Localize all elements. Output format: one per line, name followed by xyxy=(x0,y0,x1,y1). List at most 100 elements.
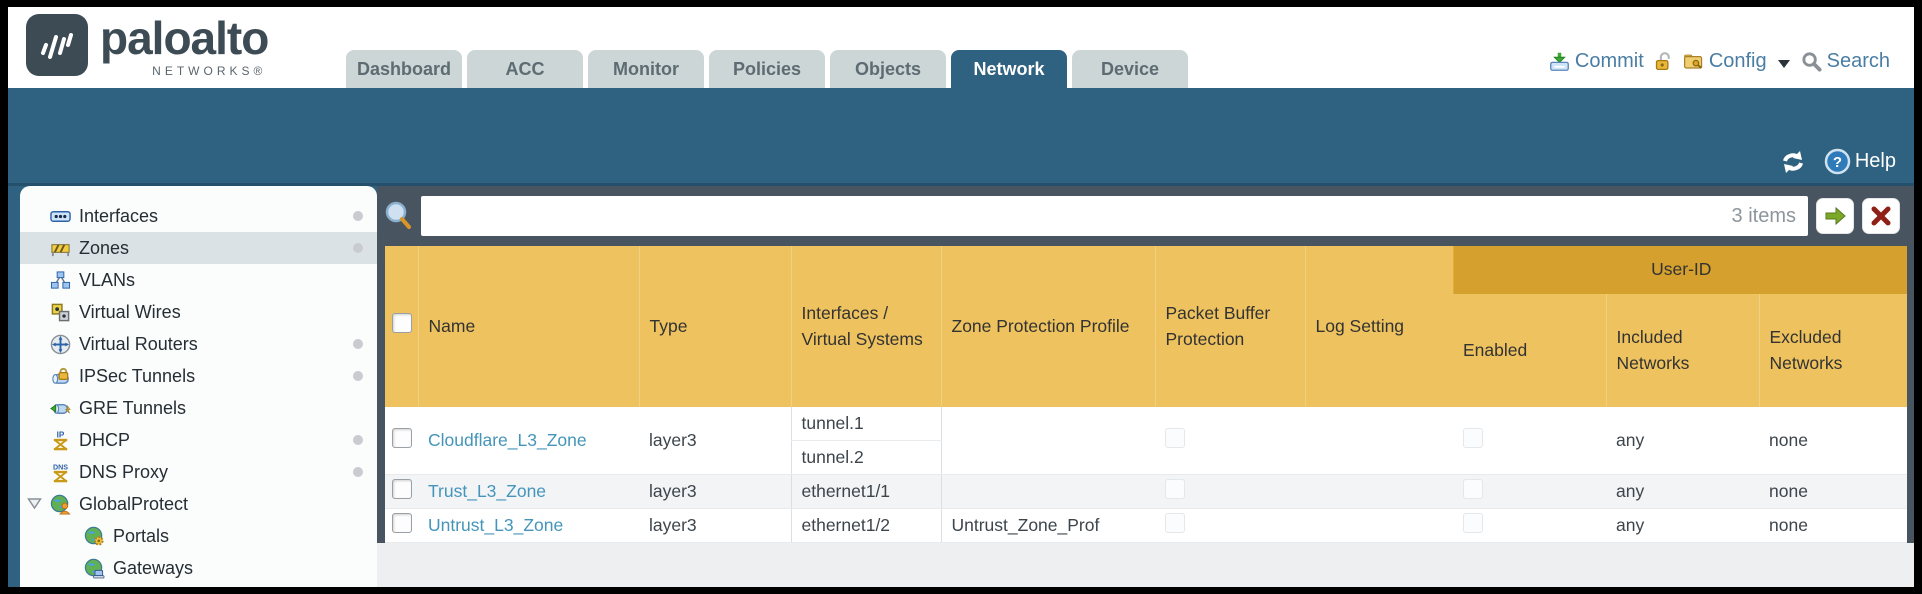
col-header-excluded-networks[interactable]: Excluded Networks xyxy=(1758,294,1908,407)
help-link[interactable]: ? Help xyxy=(1824,148,1896,175)
globalprotect-icon xyxy=(50,494,71,515)
included-networks: any xyxy=(1616,430,1645,450)
apply-filter-button[interactable] xyxy=(1816,198,1854,234)
row-checkbox[interactable] xyxy=(392,428,412,448)
table-row: Untrust_L3_Zone layer3 ethernet1/2 Untru… xyxy=(385,508,1908,543)
green-arrow-icon xyxy=(1825,206,1846,226)
config-dropdown-caret[interactable] xyxy=(1777,59,1790,68)
zone-interface: tunnel.1 xyxy=(801,413,864,433)
row-checkbox[interactable] xyxy=(392,479,412,499)
zone-type: layer3 xyxy=(649,515,697,535)
virtual-routers-icon xyxy=(50,334,71,354)
sidebar-item-globalprotect[interactable]: GlobalProtect xyxy=(20,488,377,520)
zone-interface: ethernet1/2 xyxy=(801,515,891,535)
brand-wordmark: paloalto xyxy=(100,12,269,64)
select-all-checkbox[interactable] xyxy=(392,312,412,333)
sidebar-item-dns-proxy[interactable]: DNS DNS Proxy xyxy=(20,456,377,488)
col-header-name[interactable]: Name xyxy=(417,246,639,407)
table-row: Cloudflare_L3_Zone layer3 tunnel.1 any n… xyxy=(385,407,1908,475)
dhcp-icon: IP xyxy=(53,430,68,450)
gre-tunnels-icon xyxy=(50,403,71,414)
clear-filter-button[interactable] xyxy=(1862,198,1900,234)
brand-tagline: NETWORKS® xyxy=(152,64,267,78)
search-util-icon xyxy=(1802,52,1822,72)
svg-text:?: ? xyxy=(1833,154,1842,171)
col-header-included-networks[interactable]: Included Networks xyxy=(1605,294,1759,407)
filter-input[interactable] xyxy=(421,196,1732,236)
col-header-log-setting[interactable]: Log Setting xyxy=(1304,246,1453,407)
main-nav-tabs: Dashboard ACC Monitor Policies Objects N… xyxy=(346,50,1188,88)
row-checkbox[interactable] xyxy=(392,513,412,533)
zone-protection-profile: Untrust_Zone_Prof xyxy=(951,515,1100,535)
tab-device[interactable]: Device xyxy=(1072,50,1188,88)
col-header-enabled[interactable]: Enabled xyxy=(1453,294,1606,407)
user-id-enabled-checkbox[interactable] xyxy=(1463,479,1483,499)
filter-input-box: 3 items xyxy=(421,196,1808,236)
sidebar-item-ipsec-tunnels[interactable]: IPSec Tunnels xyxy=(20,360,377,392)
filter-search-icon[interactable] xyxy=(383,200,413,232)
tab-objects[interactable]: Objects xyxy=(830,50,946,88)
config-icon xyxy=(1683,54,1703,69)
sidebar-item-virtual-routers[interactable]: Virtual Routers xyxy=(20,328,377,360)
sidebar-item-virtual-wires[interactable]: Virtual Wires xyxy=(20,296,377,328)
commit-icon xyxy=(1550,52,1569,71)
ipsec-tunnels-icon xyxy=(52,367,69,384)
tab-acc[interactable]: ACC xyxy=(467,50,583,88)
sidebar-item-zones[interactable]: Zones xyxy=(20,232,377,264)
help-icon: ? xyxy=(1824,148,1851,175)
status-dot xyxy=(353,243,363,253)
zone-name-link[interactable]: Cloudflare_L3_Zone xyxy=(428,430,587,450)
packet-buffer-checkbox[interactable] xyxy=(1165,479,1185,499)
status-dot xyxy=(353,435,363,445)
config-link[interactable]: Config xyxy=(1683,50,1767,73)
zone-interface: ethernet1/1 xyxy=(801,481,891,501)
user-id-enabled-checkbox[interactable] xyxy=(1463,428,1483,448)
top-bar: paloalto NETWORKS® Dashboard ACC Monitor… xyxy=(8,7,1914,88)
sidebar-item-portals[interactable]: Portals xyxy=(20,520,377,552)
sidebar-item-gre-tunnels[interactable]: GRE Tunnels xyxy=(20,392,377,424)
col-header-interfaces[interactable]: Interfaces / Virtual Systems xyxy=(790,246,941,407)
dns-proxy-icon: DNS xyxy=(53,463,68,482)
lock-icon[interactable] xyxy=(1653,51,1674,72)
app-window: paloalto NETWORKS® Dashboard ACC Monitor… xyxy=(8,7,1914,587)
zone-type: layer3 xyxy=(649,430,697,450)
sidebar-item-dhcp[interactable]: IP DHCP xyxy=(20,424,377,456)
zone-name-link[interactable]: Untrust_L3_Zone xyxy=(428,515,564,535)
interfaces-icon xyxy=(50,210,71,222)
included-networks: any xyxy=(1616,481,1645,501)
col-group-user-id: User-ID xyxy=(1452,246,1908,294)
red-x-icon xyxy=(1871,206,1891,226)
sidebar-item-gateways[interactable]: Gateways xyxy=(20,552,377,584)
zone-name-link[interactable]: Trust_L3_Zone xyxy=(428,481,547,501)
table-row: Trust_L3_Zone layer3 ethernet1/1 any non… xyxy=(385,474,1908,509)
item-count: 3 items xyxy=(1731,204,1796,227)
select-all-header xyxy=(385,246,418,407)
svg-text:IP: IP xyxy=(57,430,65,439)
col-header-packet-buffer[interactable]: Packet Buffer Protection xyxy=(1154,246,1305,407)
tab-network[interactable]: Network xyxy=(951,50,1067,88)
tab-dashboard[interactable]: Dashboard xyxy=(346,50,462,88)
user-id-enabled-checkbox[interactable] xyxy=(1463,513,1483,533)
sidebar-item-interfaces[interactable]: Interfaces xyxy=(20,200,377,232)
page-banner: ? Help xyxy=(8,88,1914,186)
main-panel: 3 items xyxy=(377,186,1914,587)
search-link[interactable]: Search xyxy=(1801,50,1890,73)
commit-link[interactable]: Commit xyxy=(1549,50,1644,73)
excluded-networks: none xyxy=(1769,481,1808,501)
status-dot xyxy=(353,467,363,477)
packet-buffer-checkbox[interactable] xyxy=(1165,428,1185,448)
col-header-type[interactable]: Type xyxy=(638,246,791,407)
packet-buffer-checkbox[interactable] xyxy=(1165,513,1185,533)
excluded-networks: none xyxy=(1769,430,1808,450)
tab-policies[interactable]: Policies xyxy=(709,50,825,88)
brand-logo: paloalto NETWORKS® xyxy=(26,12,269,78)
utility-links: Commit Config xyxy=(1549,50,1890,73)
refresh-icon[interactable] xyxy=(1778,149,1808,175)
col-header-zone-protection[interactable]: Zone Protection Profile xyxy=(940,246,1155,407)
sidebar-item-vlans[interactable]: VLANs xyxy=(20,264,377,296)
status-dot xyxy=(353,371,363,381)
zone-type: layer3 xyxy=(649,481,697,501)
expand-triangle-icon[interactable] xyxy=(27,497,42,510)
excluded-networks: none xyxy=(1769,515,1808,535)
tab-monitor[interactable]: Monitor xyxy=(588,50,704,88)
